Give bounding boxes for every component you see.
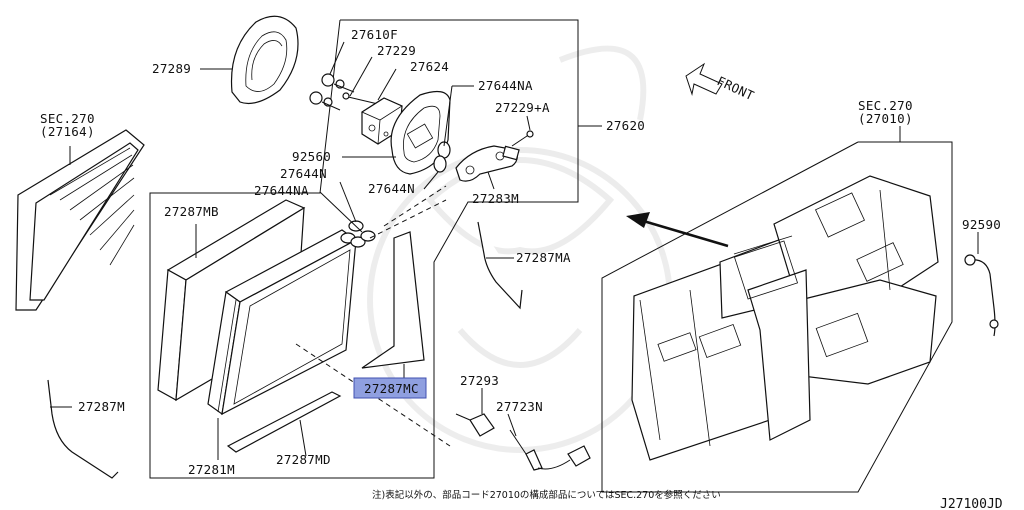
- outline-frames: [149, 19, 953, 493]
- label-27644NA-top: 27644NA: [478, 78, 533, 93]
- label-27281M: 27281M: [188, 462, 235, 477]
- heater-unit-part: [631, 175, 939, 461]
- label-27644NA-left: 27644NA: [254, 183, 309, 198]
- label-27287MD: 27287MD: [276, 452, 331, 467]
- label-sec270-left-title: SEC.270: [40, 111, 95, 126]
- label-sec270-right-title: SEC.270: [858, 98, 913, 113]
- label-27620: 27620: [606, 118, 645, 133]
- drain-hoses: [47, 221, 999, 479]
- label-sec270-left-code: (27164): [40, 124, 95, 139]
- evaporator-group: [157, 199, 425, 453]
- diagram-code: J27100JD: [940, 497, 1003, 510]
- label-27723N: 27723N: [496, 399, 543, 414]
- ring-seal-part: [230, 15, 299, 105]
- label-27610F: 27610F: [351, 27, 398, 42]
- label-92590: 92590: [962, 217, 1001, 232]
- label-sec270-right-code: (27010): [858, 111, 913, 126]
- label-front: FRONT: [715, 73, 757, 103]
- highlight-27287MC: [353, 377, 427, 399]
- label-27287M: 27287M: [78, 399, 125, 414]
- label-27287MA: 27287MA: [516, 250, 571, 265]
- cabin-filter-part: [15, 129, 145, 311]
- label-27644N-right: 27644N: [368, 181, 415, 196]
- label-27287MC: 27287MC: [364, 381, 419, 396]
- label-92560: 92560: [292, 149, 331, 164]
- label-27624: 27624: [410, 59, 449, 74]
- footnote-text: 注)表記以外の、部品コード27010の構成部品についてはSEC.270を参照くだ…: [372, 489, 721, 501]
- sensor-group: [455, 413, 591, 471]
- label-27283M: 27283M: [472, 191, 519, 206]
- expansion-valve-group: [309, 73, 534, 182]
- label-27293: 27293: [460, 373, 499, 388]
- label-27287MB: 27287MB: [164, 204, 219, 219]
- label-27229A: 27229+A: [495, 100, 550, 115]
- label-27644N-left: 27644N: [280, 166, 327, 181]
- label-27229: 27229: [377, 43, 416, 58]
- label-27289: 27289: [152, 61, 191, 76]
- assembly-arrow: [626, 212, 729, 248]
- part-labels: 27610F 27229 27624 27289 27644NA 27229+A…: [40, 27, 1001, 477]
- front-arrow-icon: [685, 62, 723, 96]
